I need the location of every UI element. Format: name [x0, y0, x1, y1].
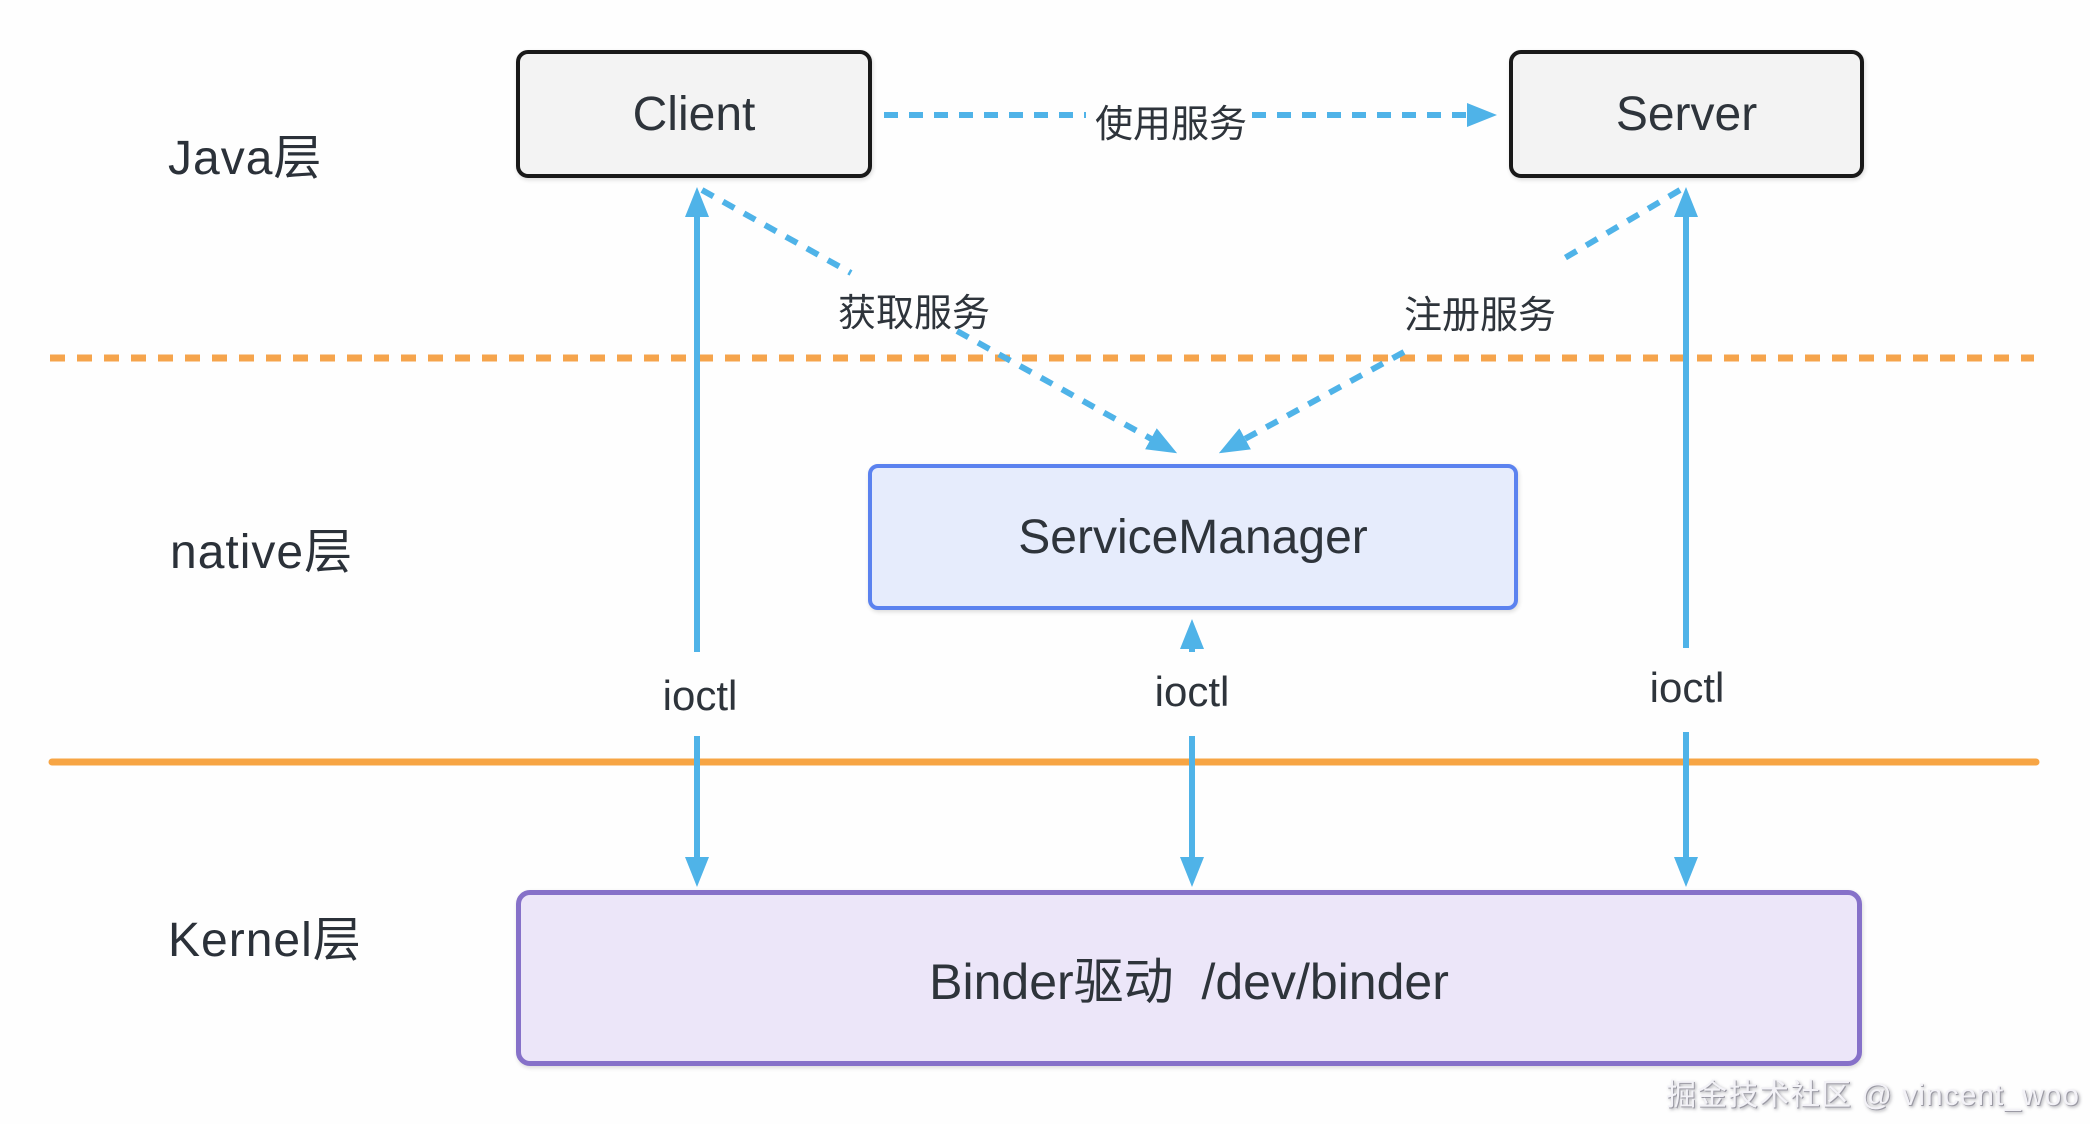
- node-client-label: Client: [632, 87, 756, 141]
- edge-label-get-service: 获取服务: [838, 293, 991, 335]
- edge-label-ioctl-service-manager: ioctl: [1154, 668, 1230, 715]
- edge-label-use-service: 使用服务: [1095, 104, 1248, 146]
- layer-label-kernel: Kernel层: [168, 914, 362, 967]
- node-binder-driver: Binder驱动 /dev/binder: [516, 890, 1862, 1066]
- watermark: 掘金技术社区 @ vincent_woo: [1666, 1079, 2080, 1112]
- layer-label-native: native层: [170, 526, 354, 579]
- node-server-label: Server: [1615, 87, 1758, 141]
- node-service-manager: ServiceManager: [868, 464, 1518, 610]
- node-service-manager-label: ServiceManager: [1018, 510, 1368, 564]
- node-client: Client: [516, 50, 872, 178]
- arrow-register-service-upper: [1556, 187, 1682, 265]
- layer-label-java: Java层: [168, 132, 323, 185]
- arrow-get-service-upper: [700, 187, 853, 276]
- arrow-register-service-lower: [1218, 349, 1406, 454]
- node-server: Server: [1509, 50, 1864, 178]
- edge-label-ioctl-client: ioctl: [662, 672, 738, 719]
- node-binder-driver-label: Binder驱动 /dev/binder: [929, 954, 1449, 1010]
- edge-label-ioctl-server: ioctl: [1649, 664, 1725, 711]
- arrow-get-service-lower: [955, 328, 1178, 454]
- edge-label-register-service: 注册服务: [1404, 295, 1557, 337]
